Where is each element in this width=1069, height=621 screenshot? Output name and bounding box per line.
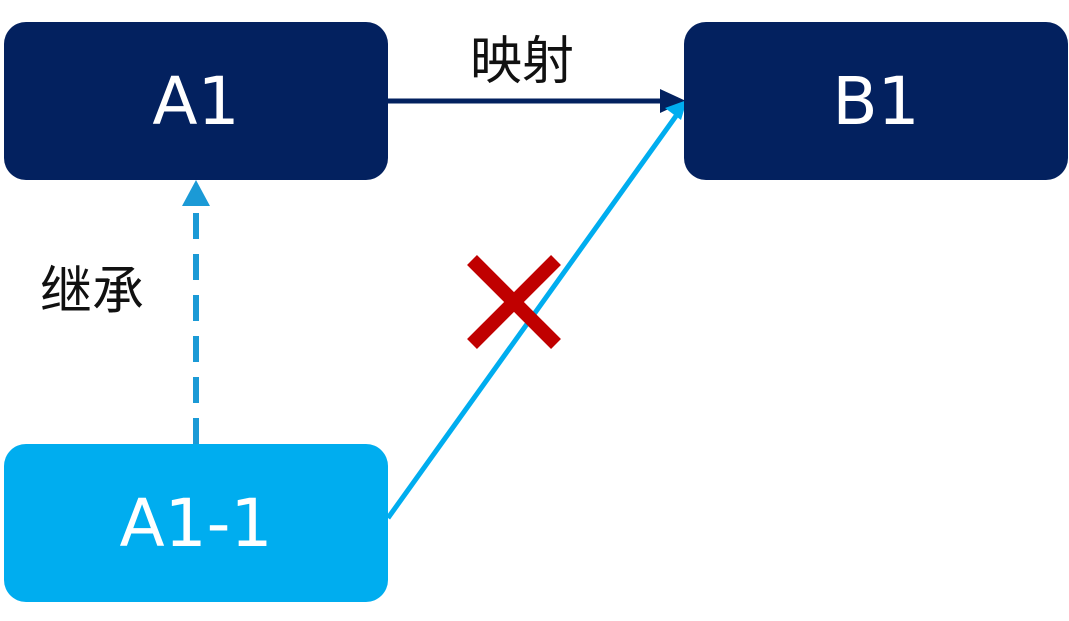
node-a1-label: A1 [152, 62, 240, 140]
inheritance-arrowhead [182, 180, 210, 206]
inheritance-label: 继承 [40, 262, 145, 322]
node-b1: B1 [684, 22, 1068, 180]
mapping-arrowhead [660, 89, 686, 113]
invalid-mapping-arrowhead [665, 100, 687, 120]
node-a1-1-label: A1-1 [119, 484, 273, 562]
node-a1-1: A1-1 [4, 444, 388, 602]
node-a1: A1 [4, 22, 388, 180]
mapping-label: 映射 [470, 32, 575, 92]
node-b1-label: B1 [832, 62, 920, 140]
invalid-cross-icon [467, 255, 561, 349]
